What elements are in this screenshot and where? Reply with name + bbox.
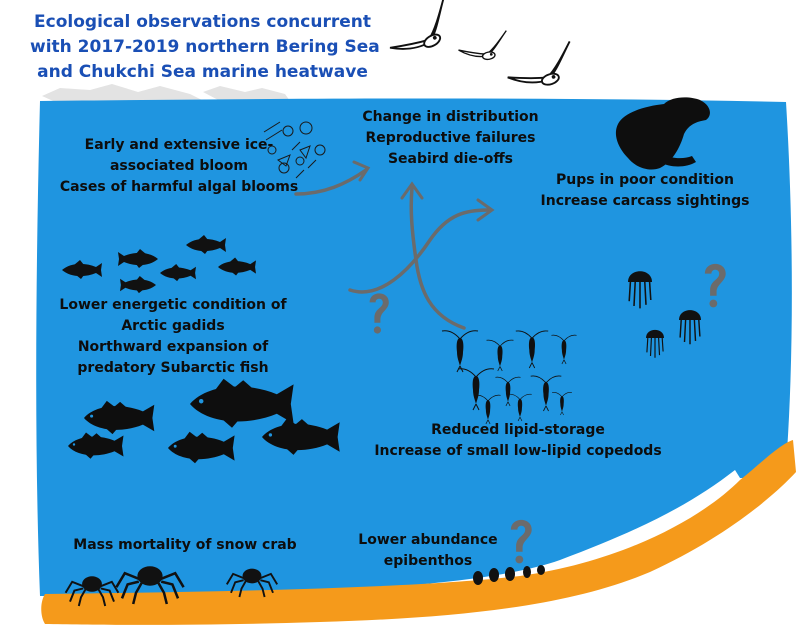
ocean bbox=[36, 98, 792, 596]
phytoplankton-icon bbox=[263, 121, 326, 179]
seafloor bbox=[41, 440, 796, 625]
diagram-title: Ecological observations concurrent with … bbox=[30, 12, 380, 82]
bloom-label: Early and extensive ice- associated bloo… bbox=[59, 137, 299, 195]
crab-label: Mass mortality of snow crab bbox=[73, 537, 297, 553]
benthos-label: Lower abundance epibenthos bbox=[358, 532, 498, 569]
copepod-label: Reduced lipid-storage Increase of small … bbox=[374, 422, 662, 459]
gadid-label: Lower energetic condition of Arctic gadi… bbox=[59, 297, 287, 376]
seal-icon bbox=[615, 97, 710, 170]
flow-arrows bbox=[294, 160, 495, 330]
bivalve-icon bbox=[473, 565, 545, 585]
seabird-icon bbox=[381, 0, 582, 98]
seabird-label: Change in distribution Reproductive fail… bbox=[362, 109, 539, 167]
seal-label: Pups in poor condition Increase carcass … bbox=[540, 172, 750, 209]
